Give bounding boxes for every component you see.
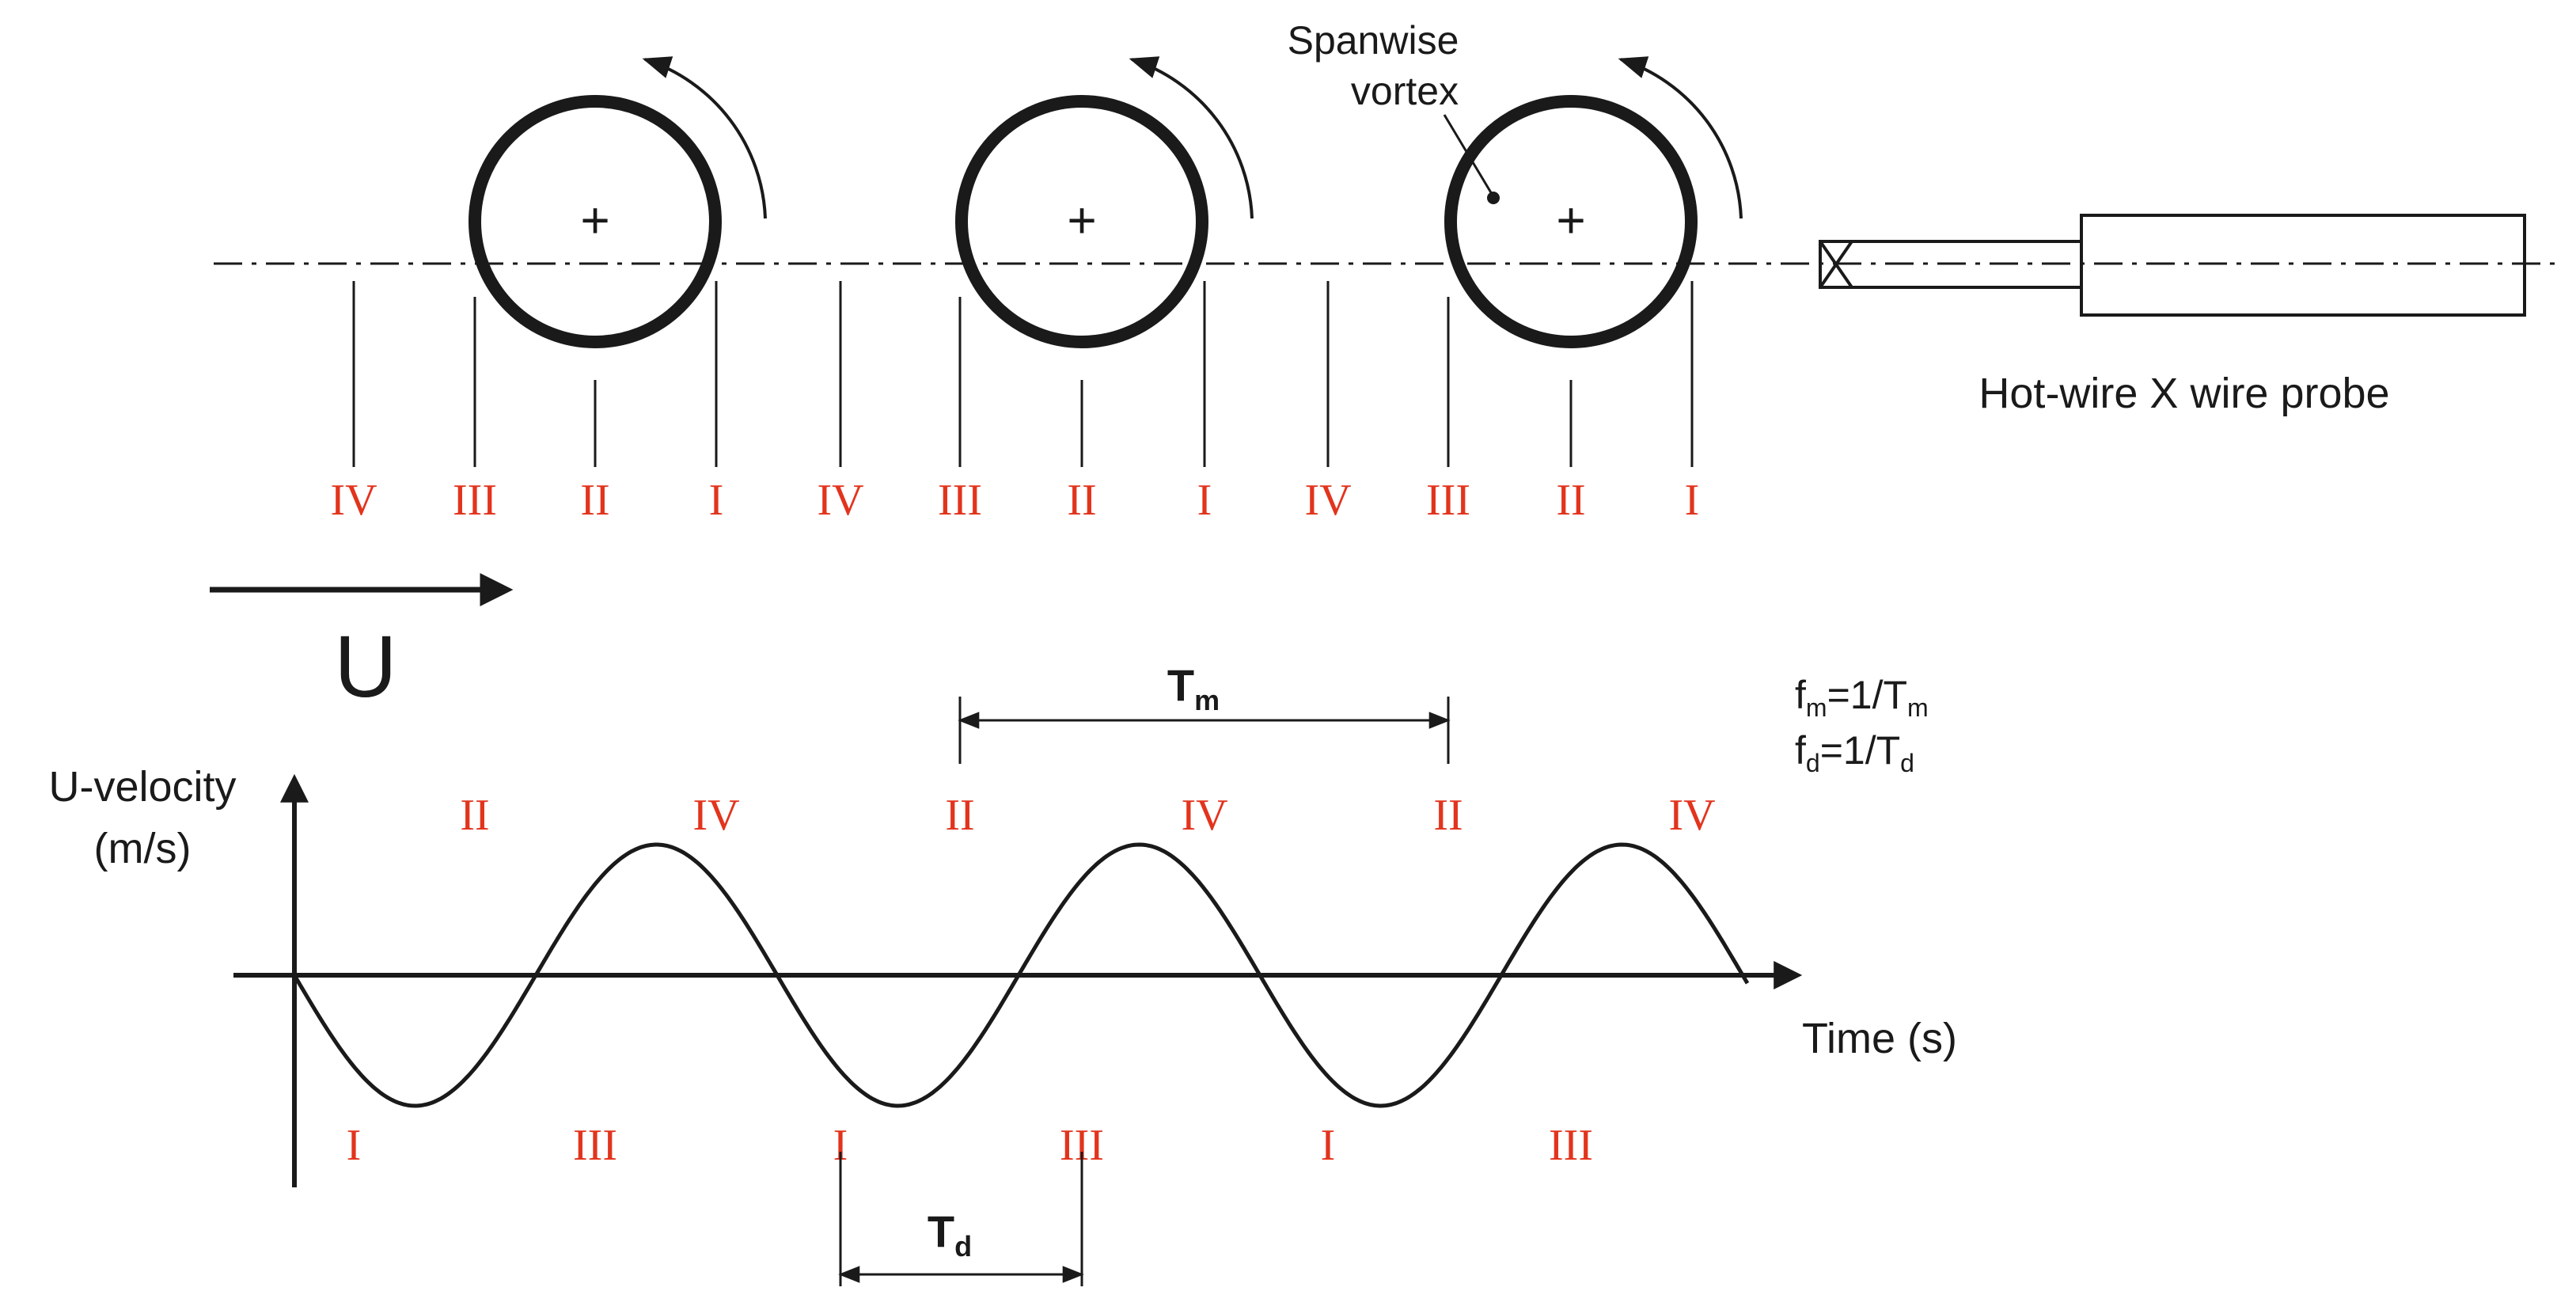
velocity-signal-curve [292,842,1750,1108]
phase-label-top: III [938,476,982,525]
x-axis-label: Time (s) [1802,1015,1957,1062]
trough-label: III [573,1121,617,1170]
vortex-callout-dot [1487,192,1500,204]
fm-relation: fm=1/Tm [1795,673,1929,722]
trough-label: I [1321,1121,1336,1170]
phase-label-top: I [1685,476,1700,525]
vortex-callout-line2: vortex [1351,69,1459,113]
probe-stem [1819,240,2083,289]
vortex-circle [1444,95,1698,348]
peak-label: II [945,791,974,840]
fd-sub2: d [1900,749,1914,777]
vortex-circle [469,95,722,348]
hot-wire-probe [1819,214,2526,317]
fm-rest: =1/T [1827,673,1907,717]
td-main: T [928,1206,954,1256]
phase-label-top: II [1067,476,1096,525]
probe-label: Hot-wire X wire probe [1978,370,2389,417]
vortex-circle [955,95,1208,348]
vortex-callout-leader [1443,114,1493,195]
vortex-1: + [469,56,767,348]
trough-label: I [833,1121,848,1170]
fd-rest: =1/T [1820,728,1900,773]
td-label: Td [928,1206,972,1263]
fd-relation: fd=1/Td [1795,728,1914,777]
peak-label: IV [1181,791,1227,840]
trough-label: I [347,1121,362,1170]
phase-label-top: II [580,476,609,525]
fm-sub: m [1806,693,1827,722]
phase-label-top: IV [330,476,377,525]
vortex-3: + [1444,56,1743,348]
trough-label: III [1549,1121,1593,1170]
vortex-2: + [955,56,1254,348]
phase-label-top: IV [817,476,863,525]
probe-holder [2080,214,2526,317]
peak-label: II [1433,791,1463,840]
rotation-arrow [642,56,767,219]
vortex-center-mark: + [1556,192,1585,249]
fm-sub2: m [1907,693,1929,722]
fd-sub: d [1806,749,1820,777]
y-axis-label-line2: (m/s) [94,825,192,872]
phase-label-top: III [1426,476,1470,525]
tm-dimension: Tm [958,660,1451,764]
phase-label-top: I [1197,476,1212,525]
tm-sub: m [1194,684,1220,716]
peak-label: II [460,791,489,840]
probe-wire-2 [1819,240,1853,289]
td-dimension: Td [838,1152,1084,1286]
fd-f: f [1795,728,1806,773]
tm-main: T [1167,660,1194,710]
fm-f: f [1795,673,1806,717]
td-sub: d [954,1230,972,1263]
rotation-arrow [1129,56,1254,219]
vortex-center-mark: + [1067,192,1096,249]
vortex-center-mark: + [580,192,609,249]
tm-label: Tm [1167,660,1220,716]
vortex-callout-line1: Spanwise [1288,18,1459,63]
peak-label: IV [692,791,739,840]
phase-label-top: II [1556,476,1585,525]
flow-label: U [334,618,396,716]
phase-label-top: IV [1304,476,1351,525]
rotation-arrow [1618,56,1743,219]
y-axis-label-line1: U-velocity [48,763,236,811]
phase-label-top: III [453,476,497,525]
phase-label-top: I [709,476,724,525]
peak-label: IV [1668,791,1715,840]
